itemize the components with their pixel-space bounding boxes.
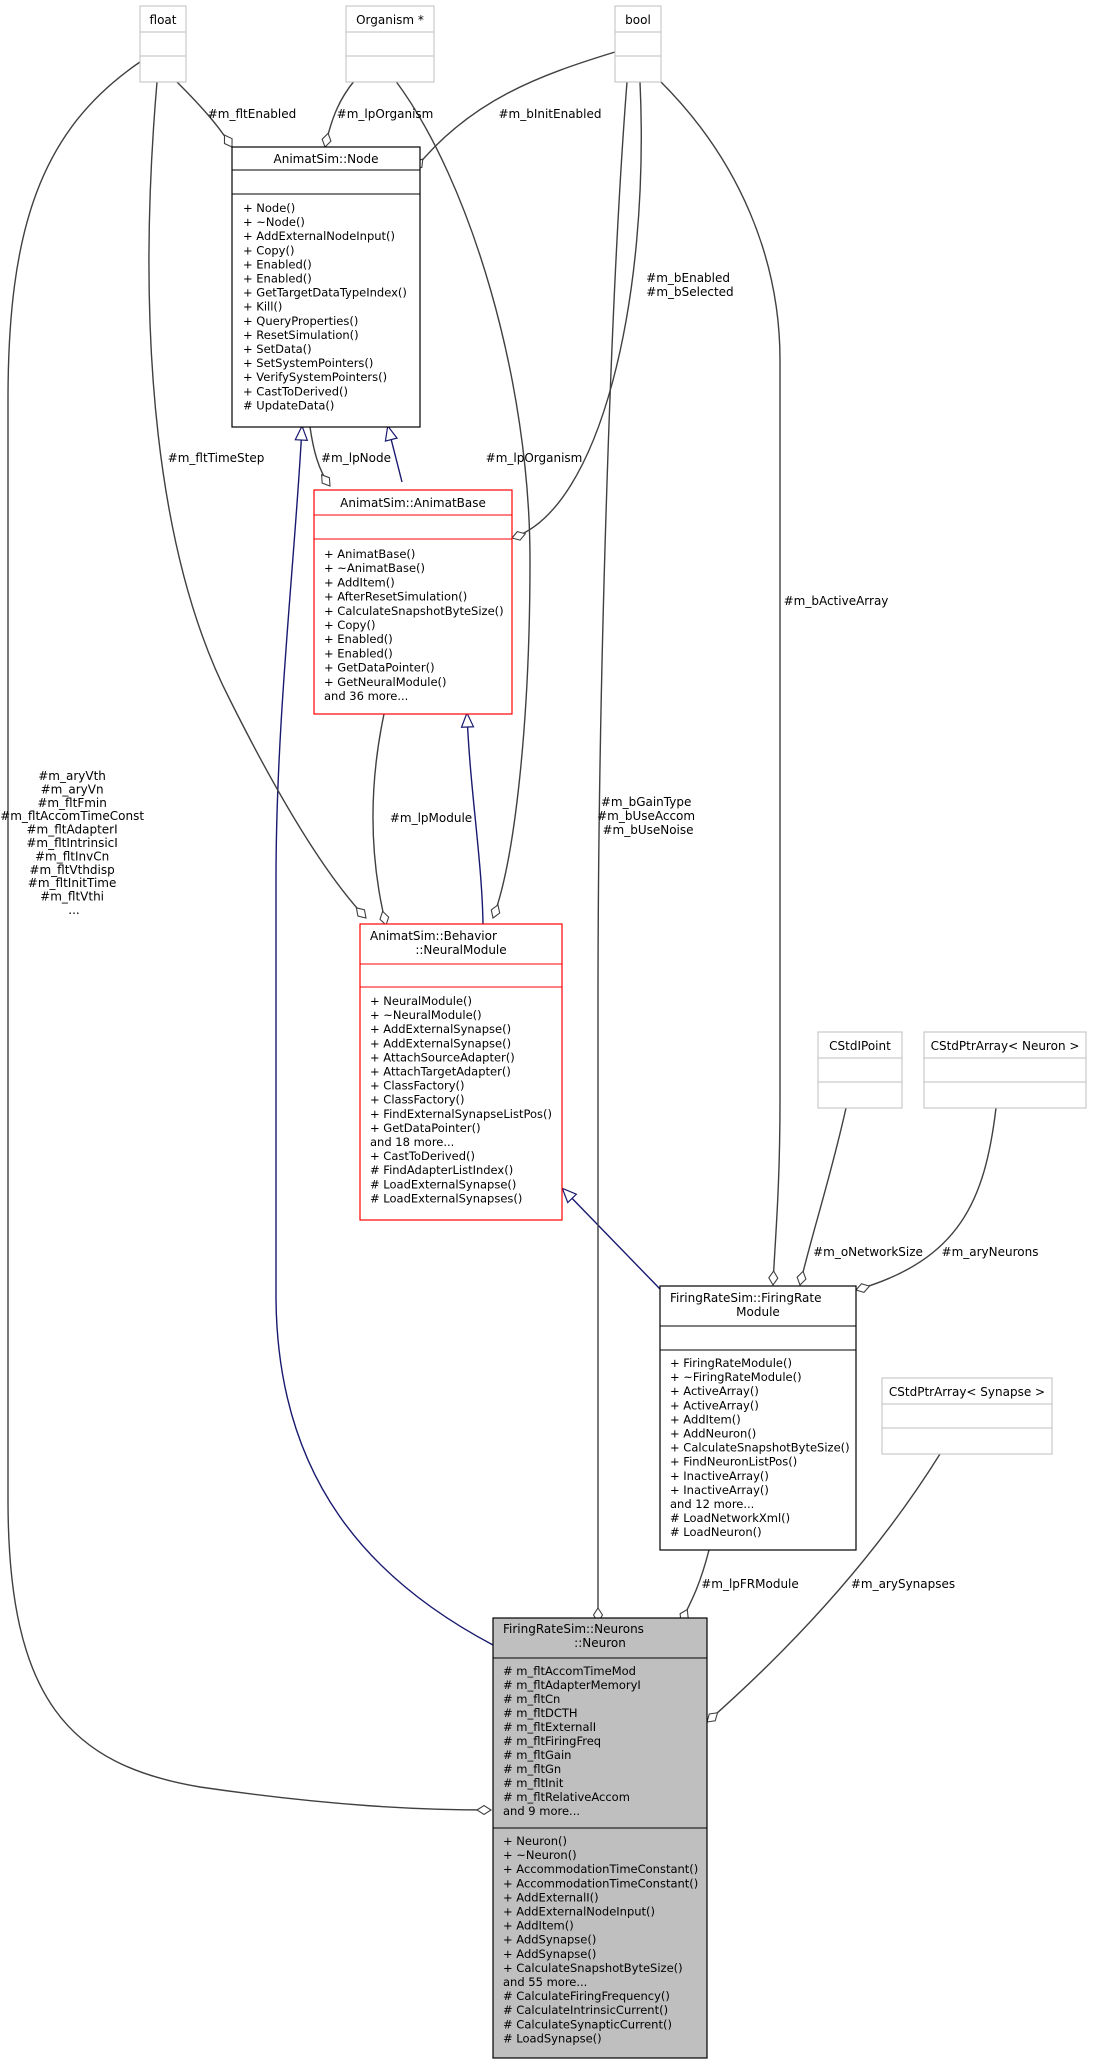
edge-float-to-node-fltEnabled xyxy=(176,81,232,147)
edge-float-to-neuralmodule-fltTimeStep xyxy=(148,81,366,918)
class-box-float[interactable]: float xyxy=(139,5,187,83)
edge-label-bActiveArray: #m_bActiveArray xyxy=(784,594,889,608)
edge-cstdptrneuron-to-firingratemodule xyxy=(856,1107,997,1290)
edge-float-to-neuron-floatMulti xyxy=(7,61,491,1810)
edge-label-fltEnabled: #m_fltEnabled xyxy=(208,107,297,121)
edge-label-lpModule: #m_lpModule xyxy=(390,811,472,825)
class-methods: + AnimatBase() + ~AnimatBase() + AddItem… xyxy=(324,547,507,703)
class-box-animatbase[interactable]: AnimatSim::AnimatBase + AnimatBase() + ~… xyxy=(313,489,513,715)
edge-firingratemodule-to-neuron-lpFRModule xyxy=(681,1549,710,1622)
edge-label-lpOrganism-module: #m_lpOrganism xyxy=(486,451,583,465)
class-title: AnimatSim::AnimatBase xyxy=(340,496,486,510)
edge-bool-to-animatbase-bEnabled xyxy=(512,81,642,538)
edge-label-lpFRModule: #m_lpFRModule xyxy=(701,1577,799,1591)
edge-label-arySynapses: #m_arySynapses xyxy=(851,1577,955,1591)
edge-neuralmodule-to-animatbase xyxy=(467,714,484,925)
class-title: bool xyxy=(625,13,651,27)
class-box-bool[interactable]: bool xyxy=(614,5,662,83)
edge-animatbase-to-neuralmodule-lpModule xyxy=(372,713,386,925)
class-title: AnimatSim::Node xyxy=(274,152,379,166)
class-title: CStdPtrArray< Synapse > xyxy=(889,1385,1045,1399)
class-title: AnimatSim::Behavior ::NeuralModule xyxy=(370,929,507,957)
edge-label-bool-multi: #m_bGainType #m_bUseAccom #m_bUseNoise xyxy=(597,795,699,837)
class-box-cstdptrarray-neuron[interactable]: CStdPtrArray< Neuron > xyxy=(923,1031,1087,1109)
class-box-cstdptrarray-synapse[interactable]: CStdPtrArray< Synapse > xyxy=(881,1377,1053,1455)
edge-label-lpNode: #m_lpNode xyxy=(321,451,391,465)
class-attributes: # m_fltAccomTimeMod # m_fltAdapterMemory… xyxy=(503,1664,644,1818)
edge-node-to-animatbase-lpNode xyxy=(309,426,330,486)
class-box-neuralmodule[interactable]: AnimatSim::Behavior ::NeuralModule + Neu… xyxy=(359,923,563,1221)
edge-firingratemodule-to-neuralmodule xyxy=(563,1189,661,1290)
class-methods: + NeuralModule() + ~NeuralModule() + Add… xyxy=(370,994,556,1205)
class-methods: + Node() + ~Node() + AddExternalNodeInpu… xyxy=(243,201,411,412)
class-title: FiringRateSim::FiringRate Module xyxy=(670,1291,825,1319)
class-methods: + FiringRateModule() + ~FiringRateModule… xyxy=(670,1356,853,1539)
edge-bool-to-neuron-boolMulti xyxy=(598,81,628,1622)
edge-label-fltTimeStep: #m_fltTimeStep xyxy=(168,451,265,465)
edge-organism-to-node xyxy=(325,79,356,147)
edge-label-float-multi: #m_aryVth #m_aryVn #m_fltFmin #m_fltAcco… xyxy=(0,769,148,917)
class-title: FiringRateSim::Neurons ::Neuron xyxy=(503,1622,648,1650)
edge-label-bInitEnabled: #m_bInitEnabled xyxy=(498,107,601,121)
edge-cstdipoint-to-firingratemodule xyxy=(800,1107,847,1285)
edge-neuron-to-node xyxy=(275,427,494,1646)
class-box-cstdipoint[interactable]: CStdIPoint xyxy=(817,1031,903,1109)
edge-label-aryNeurons: #m_aryNeurons xyxy=(942,1245,1039,1259)
edge-label-bEnabled: #m_bEnabled #m_bSelected xyxy=(646,271,734,299)
edge-bool-to-firingratemodule-bActiveArray xyxy=(658,79,781,1285)
edge-label-lpOrganism: #m_lpOrganism xyxy=(337,107,434,121)
class-methods: + Neuron() + ~Neuron() + AccommodationTi… xyxy=(503,1834,702,2045)
edge-label-oNetworkSize: #m_oNetworkSize xyxy=(813,1245,923,1259)
class-title: CStdPtrArray< Neuron > xyxy=(931,1039,1080,1053)
class-title: Organism * xyxy=(356,13,424,27)
class-title: CStdIPoint xyxy=(829,1039,891,1053)
class-box-firingratemodule[interactable]: FiringRateSim::FiringRate Module + Firin… xyxy=(659,1285,857,1551)
class-box-node[interactable]: AnimatSim::Node + Node() + ~Node() + Add… xyxy=(231,146,421,428)
class-title: float xyxy=(150,13,177,27)
class-box-organism[interactable]: Organism * xyxy=(345,5,435,83)
edge-cstdptrsynapse-to-neuron-arySynapses xyxy=(707,1453,941,1722)
edge-animatbase-to-node xyxy=(388,427,403,483)
class-box-neuron[interactable]: FiringRateSim::Neurons ::Neuron # m_fltA… xyxy=(492,1617,708,2059)
edge-organism-to-neuralmodule-lpOrganism xyxy=(394,79,531,918)
